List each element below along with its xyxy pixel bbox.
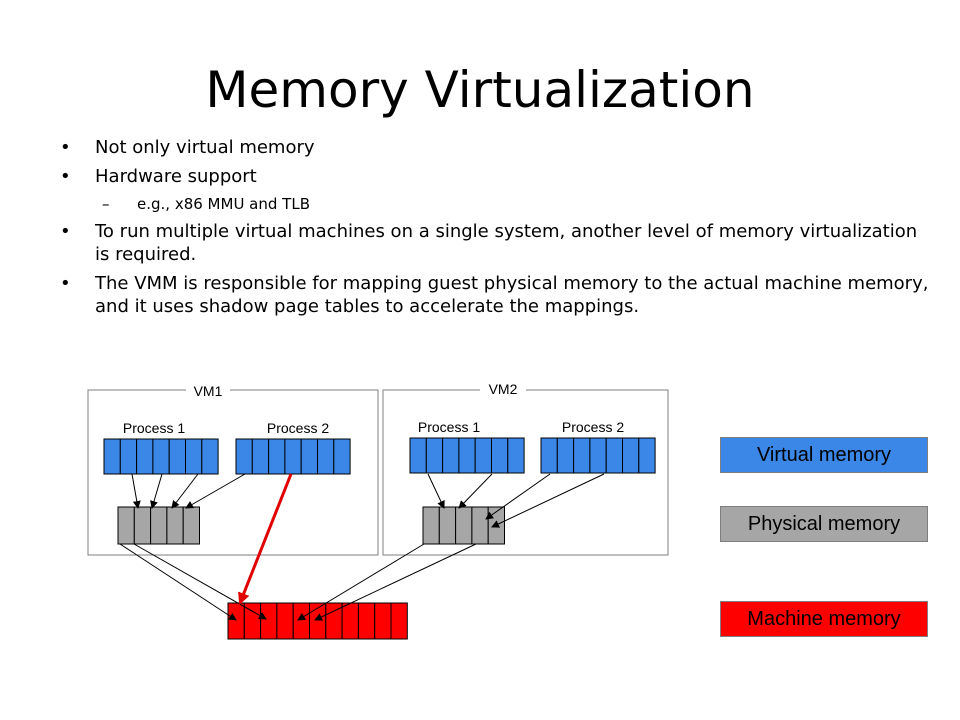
machine-memory xyxy=(227,602,408,640)
vm2-mapping-arrows xyxy=(427,473,605,528)
vm2-process1-virtual-memory xyxy=(409,437,525,474)
bullet-list: Not only virtual memory Hardware support… xyxy=(60,136,930,324)
legend-virtual-memory: Virtual memory xyxy=(720,437,928,473)
bullet-item: To run multiple virtual machines on a si… xyxy=(60,220,930,266)
slide-title: Memory Virtualization xyxy=(205,61,755,119)
vm1-process2-virtual-memory xyxy=(235,438,351,475)
legend-physical-memory: Physical memory xyxy=(720,506,928,542)
bullet-item: Not only virtual memory xyxy=(60,136,930,159)
vm1-frame xyxy=(87,389,379,556)
vm1-process1-label: Process 1 xyxy=(123,420,185,436)
bullet-item: The VMM is responsible for mapping guest… xyxy=(60,272,930,318)
legend-machine-memory: Machine memory xyxy=(720,601,928,637)
vm1-label: VM1 xyxy=(194,383,223,399)
shadow-mapping-arrow xyxy=(238,473,293,605)
vm2-process2-virtual-memory xyxy=(540,437,656,474)
vm1-physical-memory xyxy=(117,506,200,545)
vm1-process2-label: Process 2 xyxy=(267,420,329,436)
vm1-mapping-arrows xyxy=(131,473,246,509)
physical-to-machine-arrows xyxy=(119,543,477,621)
vm2-process1-label: Process 1 xyxy=(418,419,480,435)
bullet-item: Hardware support xyxy=(60,165,930,188)
vm1-process1-virtual-memory xyxy=(103,438,219,475)
sub-bullet-item: e.g., x86 MMU and TLB xyxy=(60,194,930,214)
vm2-process2-label: Process 2 xyxy=(562,419,624,435)
vm2-physical-memory xyxy=(422,506,506,545)
vm2-label: VM2 xyxy=(489,381,518,397)
